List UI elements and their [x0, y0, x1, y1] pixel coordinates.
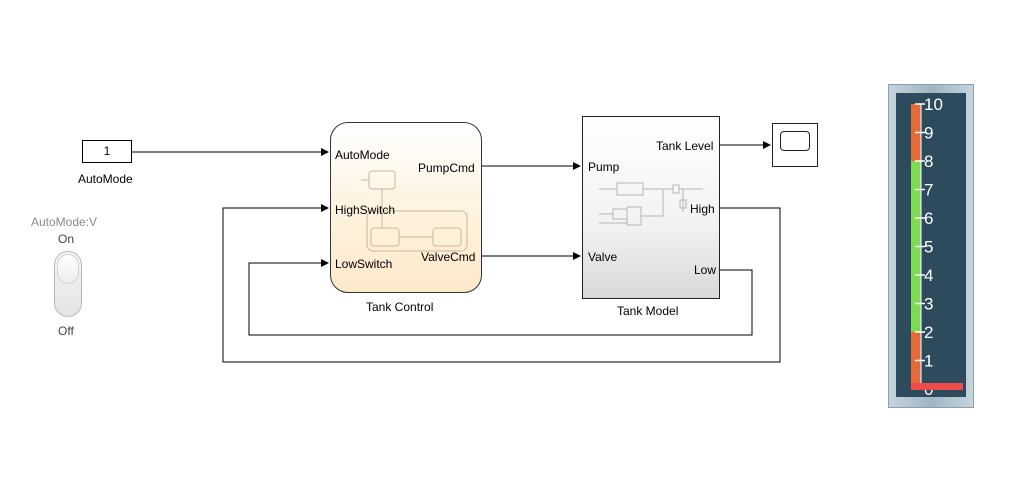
tank-control-output-pumpcmd: PumpCmd — [418, 161, 475, 175]
tank-control-input-highswitch: HighSwitch — [335, 203, 396, 217]
constant-value: 1 — [103, 144, 111, 158]
gauge-tick-label-5: 5 — [924, 238, 933, 257]
gauge-face: 109876543210 — [896, 93, 966, 399]
tank-control-input-automode: AutoMode — [335, 148, 390, 162]
gauge-tick-label-4: 4 — [924, 266, 933, 285]
gauge-tick-label-2: 2 — [924, 323, 933, 342]
automode-constant-block[interactable]: 1 — [82, 140, 132, 163]
subsystem-icon — [599, 182, 703, 226]
gauge-tick-label-7: 7 — [924, 181, 933, 200]
tank-model-input-pump: Pump — [588, 160, 620, 174]
automode-toggle-switch[interactable] — [54, 251, 82, 317]
tank-control-output-valvecmd: ValveCmd — [421, 250, 476, 264]
constant-name: AutoMode — [78, 172, 133, 186]
tank-control-input-lowswitch: LowSwitch — [335, 257, 393, 271]
toggle-off-label: Off — [58, 324, 74, 338]
tank-level-gauge[interactable]: 109876543210 — [888, 84, 974, 408]
gauge-tick-label-10: 10 — [924, 95, 943, 114]
tank-control-name: Tank Control — [366, 300, 434, 314]
gauge-tick-label-8: 8 — [924, 152, 933, 171]
tank-control-chart-block[interactable] — [330, 122, 482, 293]
scope-block[interactable] — [772, 123, 818, 167]
tank-model-input-valve: Valve — [588, 250, 618, 264]
gauge-needle — [911, 383, 963, 390]
gauge-tick-label-1: 1 — [924, 352, 933, 371]
toggle-on-label: On — [58, 232, 75, 246]
gauge-tick-label-3: 3 — [924, 295, 933, 314]
tank-model-output-low: Low — [694, 263, 717, 277]
tank-model-subsystem-block[interactable] — [582, 116, 720, 299]
toggle-param-label: AutoMode:V — [31, 215, 98, 229]
toggle-knob[interactable] — [57, 254, 79, 284]
wire-high-feedback — [222, 204, 781, 363]
stateflow-icon — [361, 170, 468, 252]
tank-model-output-high: High — [690, 202, 715, 216]
tank-model-name: Tank Model — [617, 304, 679, 318]
wire-low-feedback — [248, 259, 753, 336]
gauge-tick-label-6: 6 — [924, 209, 933, 228]
gauge-scale: 109876543210 — [911, 95, 963, 399]
tank-model-output-tank-level: Tank Level — [656, 139, 714, 153]
gauge-tick-label-9: 9 — [924, 124, 933, 143]
scope-icon — [780, 131, 810, 151]
